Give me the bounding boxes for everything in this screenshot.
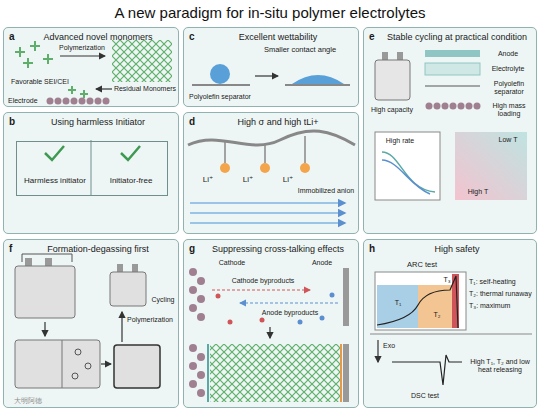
figure-label: Anode byproducts [262, 309, 318, 317]
figure-label: Li⁺ [283, 175, 293, 184]
figure-label: Cycling [152, 296, 175, 304]
panel: b Using harmless InitiatorHarmless initia… [3, 112, 179, 234]
panel-letter: f [9, 243, 12, 255]
panel-heading: Suppressing cross-talking effects [200, 244, 356, 254]
ion-conduction-figure [188, 131, 355, 223]
panel-letter: b [9, 116, 15, 128]
crosstalk-figure [189, 268, 349, 402]
panel-heading: Excellent wettability [200, 32, 356, 42]
monomer-figure [15, 40, 172, 105]
figure-label: High capacity [371, 106, 413, 114]
check-marks [45, 140, 140, 195]
figure-label: Polymerization [127, 316, 173, 324]
figure-label: T₃: maximum [469, 302, 510, 310]
inner-box: Harmless initiatorInitiator-free [16, 141, 168, 196]
panel-heading: Stable cycling at practical condition [380, 32, 534, 42]
figure-label: Polyolefin separator [482, 80, 536, 96]
panel-heading: High σ and high tLi+ [200, 117, 356, 127]
panel: h High safety [363, 239, 537, 408]
figure-label: T₃ [443, 276, 450, 284]
panel-letter: e [369, 31, 375, 43]
watermark: 大明阿德 [14, 397, 42, 405]
figure-label: High T [468, 188, 489, 196]
cell-figure [375, 50, 527, 200]
figure-label: Li⁺ [203, 175, 213, 184]
figure-label: High T₁, T₂ and low heat releasing [469, 358, 531, 374]
figure-label: ARC test [407, 261, 437, 270]
figure-label: Low T [499, 136, 518, 144]
figure-label: Polymerization [59, 44, 105, 52]
panel-fills [3, 27, 537, 408]
figure-label: Residual Monomers [114, 85, 176, 93]
figure-label: Anode [498, 50, 518, 58]
safety-figure [370, 272, 532, 385]
figure-label: Electrolyte [492, 65, 525, 73]
figure-label: Exo [383, 342, 395, 350]
panel-heading: Using harmless Initiator [20, 117, 176, 127]
wetting-figure [192, 64, 350, 85]
figure-label: High rate [386, 137, 414, 145]
figure-label: High mass loading [482, 102, 536, 118]
panel: d High σ and high tLi+ [183, 112, 359, 234]
panel: e Stable cycling at practical condition [363, 27, 537, 234]
panel-letter: d [189, 116, 195, 128]
figure-label: Anode [312, 259, 332, 267]
panel-letter: h [369, 243, 375, 255]
figure-label: Electrode [8, 97, 38, 105]
option-text: Harmless initiator [17, 176, 93, 185]
figure-label: Cathode [219, 259, 245, 267]
panel-letter: c [189, 31, 195, 43]
figure-label: DSC test [411, 392, 439, 400]
panel: a Advanced novel monomers [3, 27, 179, 107]
panel-heading: Advanced novel monomers [20, 32, 176, 42]
figure-label: Immobilized anion [298, 187, 354, 195]
panel-letter: g [189, 243, 195, 255]
figure-label: T₁ [395, 299, 402, 307]
figure-label: Favorable SEI/CEI [11, 78, 69, 86]
panel: g Suppressing cross-talking effects [183, 239, 359, 408]
panel-letter: a [9, 31, 15, 43]
figure-title: A new paradigm for in-situ polymer elect… [115, 4, 426, 21]
figure-label: Smaller contact angle [264, 46, 336, 55]
figure-label: Li⁺ [243, 175, 253, 184]
panel-heading: High safety [380, 244, 534, 254]
figure-label: T₁: self-heating [469, 278, 516, 286]
figure-label: T₂: thermal runaway [469, 290, 532, 298]
figure-label: T₂ [434, 311, 441, 319]
panel: f Formation-degassing first [3, 239, 179, 408]
figure-label: Cathode byproducts [232, 277, 295, 285]
panel-heading: Formation-degassing first [20, 244, 176, 254]
option-text: Initiator-free [93, 176, 169, 185]
figure-label: Polyolefin separator [189, 93, 251, 101]
